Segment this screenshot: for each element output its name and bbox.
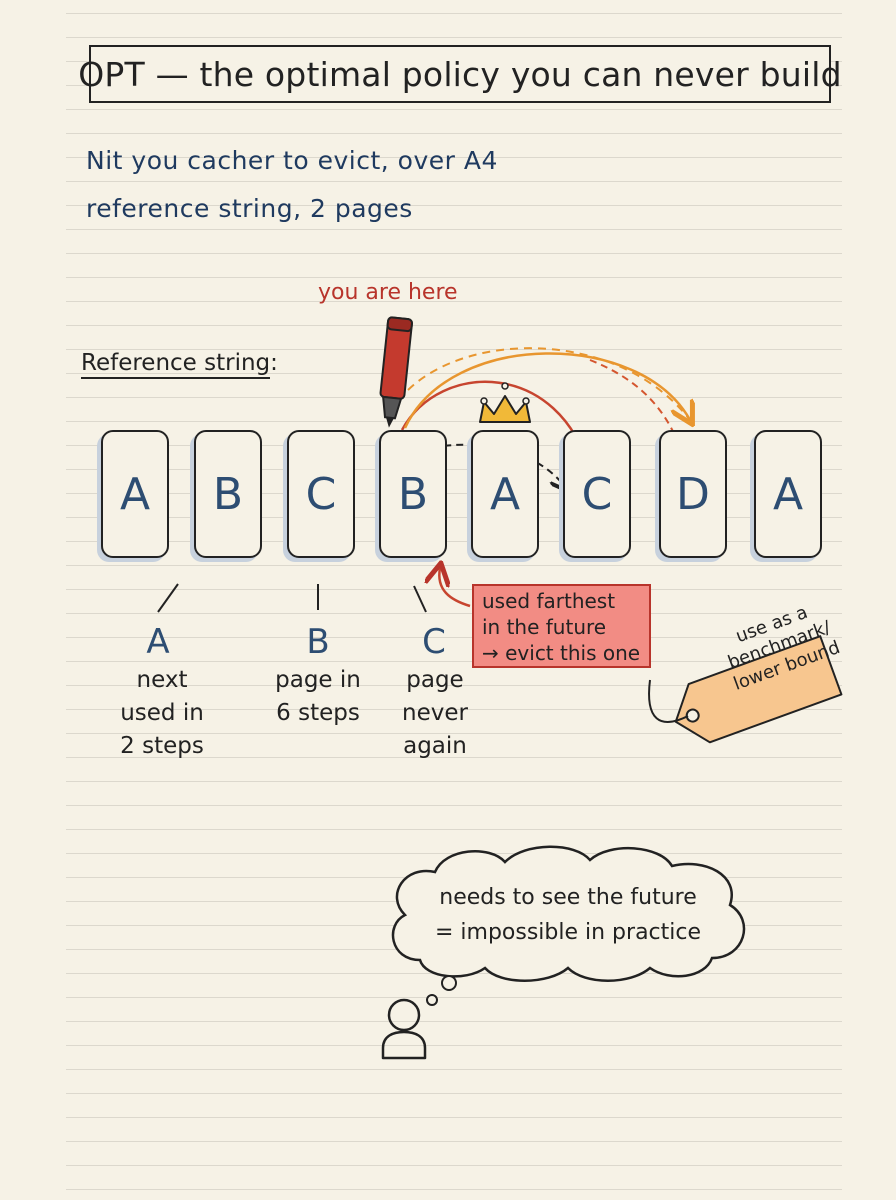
- annotation-a: next used in 2 steps: [92, 664, 232, 763]
- thought-cloud-icon: [391, 845, 746, 982]
- ref-card-2: B: [194, 430, 262, 558]
- ref-card-5-letter: A: [489, 468, 521, 520]
- title-box: OPT — the optimal policy you can never b…: [78, 45, 842, 103]
- annotation-c: page never again: [380, 664, 490, 763]
- ref-card-3-letter: C: [305, 468, 337, 520]
- arc-dashed-top: [407, 347, 691, 421]
- ref-card-4-letter: B: [397, 468, 429, 520]
- evict-note-line-3: → evict this one: [482, 641, 641, 665]
- ref-card-3: C: [287, 430, 355, 558]
- ref-card-6-letter: C: [581, 468, 613, 520]
- pointer-label: you are here: [318, 280, 458, 305]
- evict-note-line-2: in the future: [482, 615, 607, 639]
- price-tag-icon: [674, 635, 843, 744]
- arc-dashed-black: [397, 443, 566, 488]
- annotation-c-line-2: never: [402, 700, 468, 726]
- thought-line-1: needs to see the future: [439, 885, 697, 910]
- annotation-a-line-3: 2 steps: [120, 733, 204, 759]
- annotation-a-line-1: next: [136, 667, 188, 693]
- tag-string: [648, 679, 689, 723]
- intro-line-1: Nit you cacher to evict, over A4: [86, 146, 498, 175]
- evict-note: used farthest in the future → evict this…: [472, 584, 651, 668]
- annotation-b-line-1: page in: [275, 667, 361, 693]
- crown-icon: [479, 382, 531, 423]
- evict-note-line-1: used farthest: [482, 589, 616, 613]
- ref-card-1-letter: A: [119, 468, 151, 520]
- ref-card-5: A: [471, 430, 539, 558]
- thought-line-2: = impossible in practice: [434, 920, 702, 945]
- annotation-b: page in 6 steps: [248, 664, 388, 730]
- ref-card-8-letter: A: [772, 468, 804, 520]
- arc-to-d-orange: [403, 352, 690, 428]
- arc-dashed-red: [589, 359, 686, 465]
- tick-c: [413, 585, 427, 613]
- intro-line-2: reference string, 2 pages: [86, 194, 413, 223]
- reference-label-text: Reference string: [81, 350, 271, 379]
- ref-card-1: A: [101, 430, 169, 558]
- annotation-b-line-2: 6 steps: [276, 700, 360, 726]
- reference-label: Reference string:: [81, 350, 278, 379]
- annotation-c-line-1: page: [406, 667, 464, 693]
- tick-a: [157, 583, 179, 613]
- person-icon: [381, 998, 427, 1060]
- ref-card-6: C: [563, 430, 631, 558]
- ref-card-7-letter: D: [676, 468, 710, 520]
- ref-card-7: D: [659, 430, 727, 558]
- thought-text: needs to see the future = impossible in …: [408, 880, 728, 950]
- annotation-b-letter: B: [306, 622, 330, 662]
- annotation-a-line-2: used in: [120, 700, 204, 726]
- annotation-a-letter: A: [146, 622, 170, 662]
- reference-label-colon: :: [270, 350, 278, 376]
- evict-arrow: [439, 568, 471, 608]
- annotation-c-letter: C: [422, 622, 446, 662]
- marker-icon: [379, 316, 413, 428]
- annotation-c-line-3: again: [403, 733, 467, 759]
- ref-card-8: A: [754, 430, 822, 558]
- page-title: OPT — the optimal policy you can never b…: [78, 54, 842, 94]
- ref-card-4: B: [379, 430, 447, 558]
- thought-bubble-large: [441, 975, 457, 991]
- ref-card-2-letter: B: [212, 468, 244, 520]
- thought-bubble-small: [426, 994, 438, 1006]
